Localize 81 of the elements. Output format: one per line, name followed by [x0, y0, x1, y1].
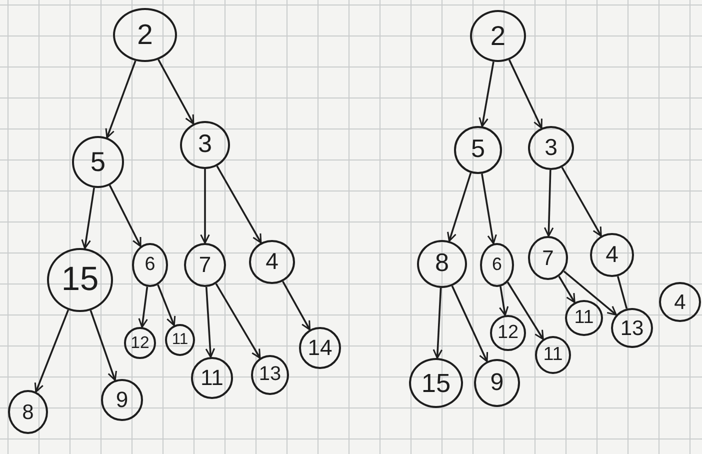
node-circle: [299, 327, 341, 369]
arrow: [157, 284, 176, 326]
node-circle: [528, 126, 574, 170]
arrow: [205, 286, 216, 358]
arrow: [282, 280, 311, 330]
node-circle: [8, 390, 48, 434]
node-value: 12: [130, 334, 150, 352]
node-circle: [72, 136, 124, 188]
arrow: [506, 282, 544, 340]
node-circle: [417, 240, 467, 288]
arrow: [138, 286, 148, 328]
node-value: 9: [490, 370, 504, 396]
node-value: 5: [470, 137, 485, 163]
arrow: [508, 59, 542, 129]
node-value: 3: [544, 136, 558, 160]
arrow: [558, 276, 576, 304]
arrow: [34, 310, 70, 393]
node-value: 3: [198, 132, 212, 158]
arrow: [498, 286, 509, 316]
arrow: [108, 184, 142, 248]
node-value: 15: [61, 263, 99, 297]
node-value: 11: [172, 332, 188, 348]
arrow: [544, 170, 554, 237]
arrow: [563, 270, 617, 316]
node-value: 15: [421, 370, 451, 396]
node-value: 2: [490, 22, 506, 50]
arrow: [561, 166, 602, 237]
node-circle: [490, 315, 526, 351]
node-circle: [590, 233, 634, 277]
node-circle: [101, 379, 143, 421]
node-circle: [124, 327, 156, 359]
node-circle: [611, 308, 653, 348]
node-circle: [251, 355, 289, 395]
node-circle: [565, 300, 603, 336]
node-circle: [409, 358, 463, 408]
arrow: [451, 286, 488, 362]
node-value: 8: [22, 402, 34, 422]
node-value: 7: [542, 248, 554, 268]
node-value: 9: [116, 388, 128, 412]
node-value: 13: [258, 365, 282, 385]
node-value: 12: [497, 324, 518, 342]
node-value: 4: [674, 292, 686, 312]
node-value: 11: [200, 366, 224, 390]
node-value: 11: [543, 346, 563, 364]
node-circle: [165, 324, 195, 356]
arrow: [90, 310, 117, 381]
node-circle: [113, 8, 177, 62]
node-circle: [659, 282, 701, 322]
arrow: [158, 59, 194, 124]
node-value: 6: [144, 256, 156, 274]
arrow: [216, 166, 262, 244]
node-value: 8: [434, 251, 449, 277]
arrow: [481, 174, 497, 244]
node-value: 4: [266, 250, 278, 274]
node-value: 11: [574, 308, 594, 328]
arrow: [105, 60, 136, 138]
node-circle: [249, 240, 295, 284]
arrow: [200, 169, 210, 244]
node-circle: [191, 357, 233, 399]
node-value: 5: [90, 148, 106, 176]
node-circle: [180, 121, 230, 169]
arrow: [432, 288, 443, 359]
node-value: 13: [620, 318, 644, 338]
node-circle: [480, 243, 514, 287]
node-circle: [474, 359, 520, 407]
node-circle: [47, 248, 113, 312]
node-circle: [528, 236, 568, 280]
node-value: 14: [308, 336, 332, 360]
node-circle: [470, 10, 526, 62]
node-value: 2: [137, 20, 153, 50]
node-circle: [184, 243, 226, 287]
node-circle: [535, 336, 571, 374]
node-circle: [454, 126, 502, 174]
node-value: 7: [198, 254, 212, 276]
arrow: [478, 62, 494, 128]
arrow: [81, 188, 95, 250]
arrow: [447, 172, 472, 242]
arrow: [215, 283, 261, 359]
node-value: 4: [606, 243, 618, 267]
node-circle: [132, 243, 168, 287]
node-value: 6: [492, 256, 502, 274]
